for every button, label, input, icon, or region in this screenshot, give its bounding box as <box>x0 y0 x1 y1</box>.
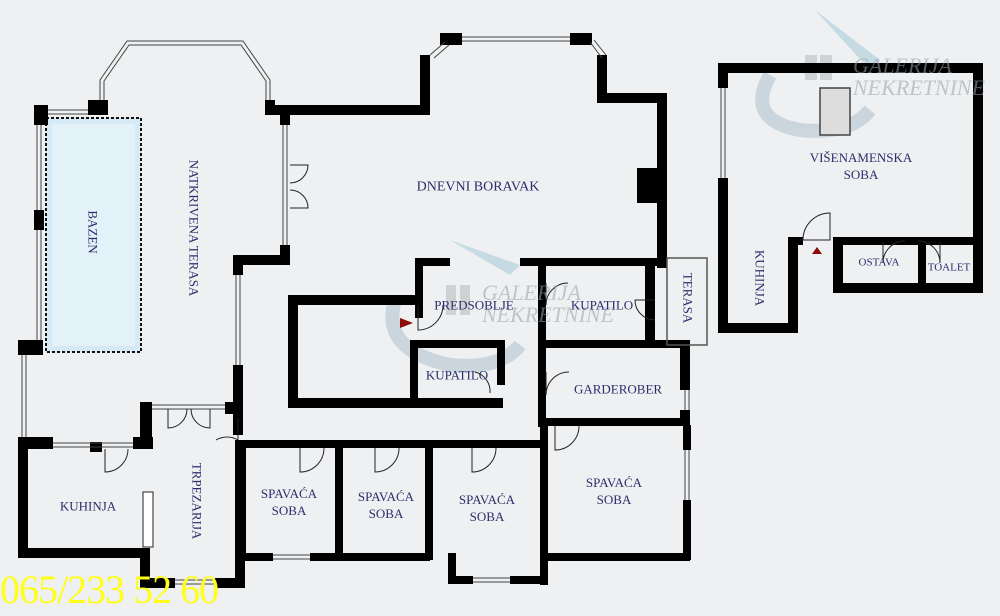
room-kuhinja: KUHINJA <box>59 498 117 514</box>
watermark-logo-annex <box>755 10 880 138</box>
kitchen-counter <box>142 491 154 548</box>
room-kupatilo-2: KUPATILO <box>425 367 489 383</box>
room-toalet: TOALET <box>927 261 971 274</box>
room-natkrivena-terasa: NATKRIVENA TERASA <box>186 159 202 297</box>
windows <box>53 36 690 585</box>
walls-annex <box>718 63 983 333</box>
room-bazen: BAZEN <box>85 210 101 254</box>
room-spavaca-3: SPAVAĆA SOBA <box>458 492 516 524</box>
room-spavaca-1: SPAVAĆA SOBA <box>260 486 318 518</box>
entrance-arrow-annex <box>812 247 822 254</box>
entrance-arrow-main <box>400 318 413 328</box>
contact-phone: 065/233 52 60 <box>0 567 219 612</box>
doors <box>104 164 656 473</box>
small-terrace <box>666 257 708 346</box>
room-terasa: TERASA <box>680 272 696 324</box>
room-spavaca-4: SPAVAĆA SOBA <box>585 475 643 507</box>
room-ostava: OSTAVA <box>858 256 900 269</box>
fireplace <box>819 87 851 136</box>
room-kupatilo-1: KUPATILO <box>570 297 634 313</box>
room-visenamenska: VIŠENAMENSKA SOBA <box>809 150 913 182</box>
room-spavaca-2: SPAVAĆA SOBA <box>357 489 415 521</box>
walls-main <box>18 33 691 588</box>
room-predsoblje: PREDSOBLJE <box>434 297 514 313</box>
room-dnevni-boravak: DNEVNI BORAVAK <box>416 179 540 195</box>
room-kuhinja-annex: KUHINJA <box>752 249 768 307</box>
room-trpezarija: TRPEZARIJA <box>189 462 205 540</box>
room-garderober: GARDEROBER <box>573 381 663 397</box>
